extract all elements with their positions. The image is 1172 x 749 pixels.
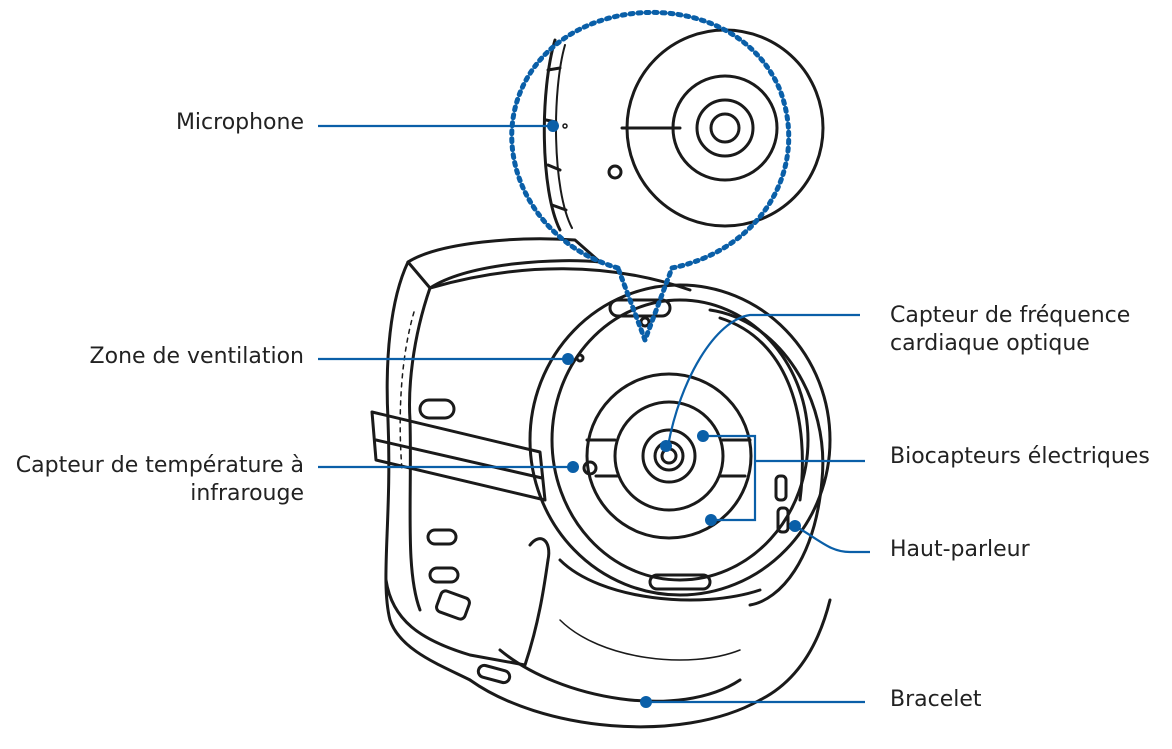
strap-left [386, 312, 470, 680]
label-microphone: Microphone [176, 109, 304, 137]
watch-case [530, 285, 830, 605]
label-temperature-line1: Capteur de température à [16, 452, 304, 480]
label-temperature-sensor: Capteur de température à infrarouge [16, 452, 304, 508]
label-temperature-line2: infrarouge [16, 480, 304, 508]
label-speaker: Haut-parleur [890, 536, 1030, 564]
label-bio-sensors: Biocapteurs électriques [890, 443, 1150, 471]
label-heart-rate-sensor: Capteur de fréquence cardiaque optique [890, 302, 1130, 358]
label-strap: Bracelet [890, 686, 982, 714]
label-ventilation-zone: Zone de ventilation [90, 343, 304, 371]
callout-dots [547, 120, 801, 708]
label-heart-line1: Capteur de fréquence [890, 302, 1130, 330]
label-heart-line2: cardiaque optique [890, 330, 1130, 358]
strap-keeper [372, 412, 545, 500]
zoom-circle [544, 30, 823, 230]
